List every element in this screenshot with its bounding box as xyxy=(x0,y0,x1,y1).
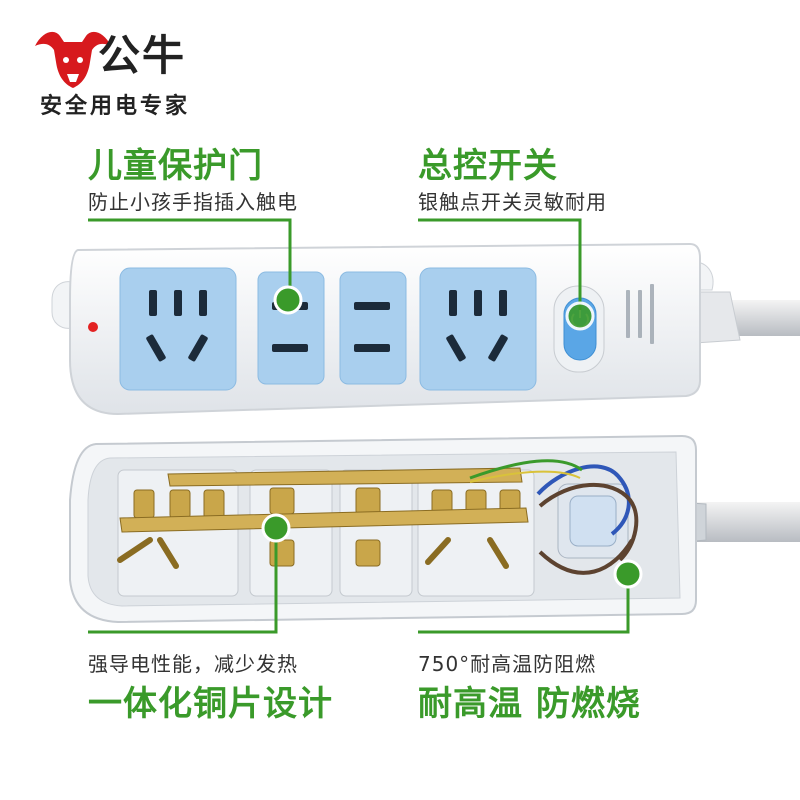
callout-dots xyxy=(261,285,643,589)
master-switch-desc: 银触点开关灵敏耐用 xyxy=(418,190,607,214)
heat-resist-desc: 750°耐高温防阻燃 xyxy=(418,652,597,676)
child-door-title: 儿童保护门 xyxy=(88,146,263,186)
callout-lines xyxy=(88,218,630,634)
brand-slogan: 安全用电专家 xyxy=(40,94,191,119)
child-door-desc: 防止小孩手指插入触电 xyxy=(88,190,298,214)
copper-title: 一体化铜片设计 xyxy=(88,684,333,724)
power-strip-internal xyxy=(69,434,800,624)
copper-desc: 强导电性能，减少发热 xyxy=(88,652,298,676)
master-switch-title: 总控开关 xyxy=(418,146,558,186)
heat-resist-title: 耐高温 防燃烧 xyxy=(418,684,641,724)
brand-name: 公牛 xyxy=(98,31,187,80)
indicator-led-icon xyxy=(88,322,98,332)
power-strip-top xyxy=(51,242,800,416)
